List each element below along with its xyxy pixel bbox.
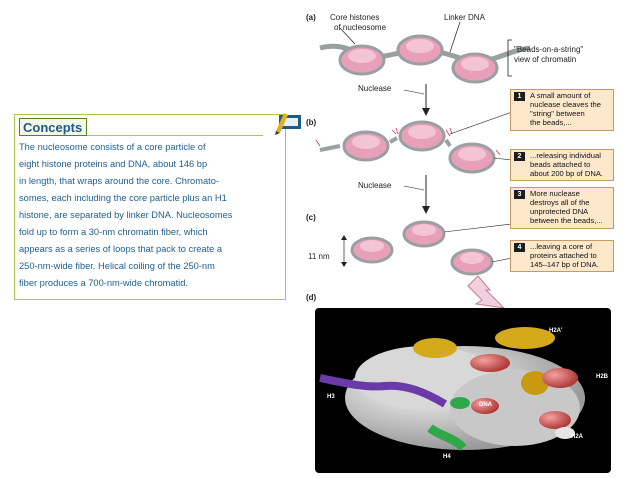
panel-b-label: (b) (306, 118, 317, 127)
core-histones-line: Core histones (330, 13, 380, 22)
protein-label-h2b: H2B (596, 374, 609, 380)
nucleosome-diagram (315, 21, 531, 308)
protein-label-h3: H3 (327, 394, 335, 400)
step-2-box: 2 ...releasing individual beads attached… (510, 149, 614, 181)
concepts-line: fiber produces a 700-nm-wide chromatid. (19, 278, 188, 288)
concepts-line: fold up to form a 30-nm chromatin fiber,… (19, 227, 208, 237)
concepts-line: appears as a series of loops that pack t… (19, 244, 223, 254)
protein-label-dna: DNA (479, 402, 492, 408)
panel-d-label: (d) (306, 293, 317, 302)
protein-cores-c (341, 220, 513, 276)
nuclease-label-2: Nuclease (358, 181, 392, 190)
concepts-title: Concepts (19, 118, 87, 136)
step-number: 3 (514, 190, 525, 199)
protein-label-h2a-prime: H2A' (549, 328, 563, 334)
step-line: nuclease cleaves the (530, 100, 601, 109)
concepts-line: eight histone proteins and DNA, about 14… (19, 159, 208, 169)
beads-on-string-label: "Beads-on-a-string" view of chromatin (514, 45, 583, 65)
step-line: between the beads,... (530, 216, 603, 225)
step-line: about 200 bp of DNA. (530, 169, 604, 178)
step-line: unprotected DNA (530, 207, 589, 216)
nuclease-label-1: Nuclease (358, 84, 392, 93)
panel-a-label: (a) (306, 13, 316, 22)
core-histones-line: of nucleosome (334, 23, 387, 32)
core-histones-label: Core histones of nucleosome (330, 13, 386, 33)
protein-label-h4: H4 (443, 454, 451, 460)
concepts-line: histone, are separated by linker DNA. Nu… (19, 210, 233, 220)
protein-label-h2a: H2A (571, 434, 584, 440)
beads-on-string-a (319, 21, 531, 84)
step-line: 145–147 bp of DNA. (530, 260, 599, 269)
step-number: 1 (514, 92, 525, 101)
nucleosome-structure-image: H2A' H2B H3 H4 H2A DNA (315, 308, 611, 473)
step-line: the beads,... (530, 118, 572, 127)
linker-dna-label: Linker DNA (444, 13, 485, 22)
step-number: 4 (514, 243, 525, 252)
step-line: More nuclease (530, 189, 580, 198)
step-line: ...leaving a core of (530, 242, 593, 251)
step-line: proteins attached to (530, 251, 597, 260)
step-number: 2 (514, 152, 525, 161)
concepts-line: The nucleosome consists of a core partic… (19, 142, 206, 152)
beads-label-line: "Beads-on-a-string" (514, 45, 584, 54)
panel-c-label: (c) (306, 213, 316, 222)
concepts-title-rule (87, 135, 263, 136)
concepts-box: Concepts The nucleosome consists of a co… (14, 113, 301, 300)
concepts-pen-icon (273, 105, 305, 135)
step-3-box: 3 More nuclease destroys all of the unpr… (510, 187, 614, 229)
concepts-line: 250-nm-wide fiber. Helical coiling of th… (19, 261, 215, 271)
beads-label-line: view of chromatin (514, 55, 577, 64)
step-4-box: 4 ...leaving a core of proteins attached… (510, 240, 614, 272)
step-line: destroys all of the (530, 198, 590, 207)
step-line: A small amount of (530, 91, 591, 100)
space-filling-model (319, 327, 585, 452)
concepts-line: in length, that wraps around the core. C… (19, 176, 219, 186)
step-1-box: 1 A small amount of nuclease cleaves the… (510, 89, 614, 131)
concepts-line: somes, each including the core particle … (19, 193, 227, 203)
step-line: ...releasing individual (530, 151, 601, 160)
step-line: "string" between (530, 109, 585, 118)
scale-label: 11 nm (308, 252, 330, 261)
cleaved-beads-b (315, 111, 513, 174)
concepts-body: The nucleosome consists of a core partic… (19, 139, 281, 292)
step-line: beads attached to (530, 160, 591, 169)
